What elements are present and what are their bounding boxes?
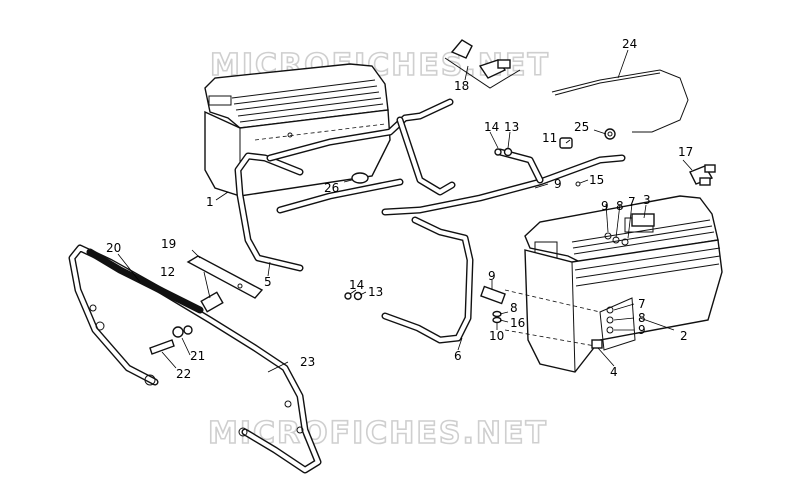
callout-7-case: 7 [638, 297, 646, 311]
callout-14-upper: 14 [484, 120, 499, 134]
callout-16: 16 [510, 316, 525, 330]
callout-12: 12 [160, 265, 175, 279]
callout-3: 3 [643, 193, 651, 207]
callout-4: 4 [610, 365, 618, 379]
callout-10: 10 [489, 329, 504, 343]
callout-14-lower: 14 [349, 278, 364, 292]
bolt [149, 339, 175, 355]
latch [631, 213, 655, 227]
right-pannier-case [504, 195, 723, 373]
callout-11: 11 [542, 131, 557, 145]
bracket-plate [186, 255, 264, 299]
lock-set [444, 39, 521, 89]
left-pannier-case [204, 63, 391, 197]
callout-17: 17 [678, 145, 693, 159]
release-cable [551, 69, 689, 133]
watermark-bottom: MICROFICHES.NET [208, 416, 548, 451]
callout-7-top: 7 [628, 195, 636, 209]
mount-bracket [480, 285, 506, 305]
callout-24: 24 [622, 37, 637, 51]
callout-5: 5 [264, 275, 272, 289]
callout-13-upper: 13 [504, 120, 519, 134]
callout-8-mount: 8 [510, 301, 518, 315]
callout-9-case: 9 [638, 323, 646, 337]
callout-15: 15 [589, 173, 604, 187]
callout-25: 25 [574, 120, 589, 134]
callout-8-top: 8 [616, 199, 624, 213]
callout-21: 21 [190, 349, 205, 363]
front-guard-bar [68, 244, 322, 474]
callout-labels: 1 2 3 4 5 6 7 7 8 8 8 9 9 9 9 10 11 12 1… [106, 37, 693, 381]
callout-22: 22 [176, 367, 191, 381]
rubber-plug [351, 172, 369, 184]
callout-1: 1 [206, 195, 214, 209]
callout-23: 23 [300, 355, 315, 369]
washer [172, 326, 184, 338]
callout-26: 26 [324, 181, 339, 195]
key-lock [689, 164, 716, 186]
nut-upper [494, 148, 502, 156]
callout-9-top: 9 [601, 199, 609, 213]
callout-9-rail: 9 [554, 177, 562, 191]
callout-9-mount: 9 [488, 269, 496, 283]
callout-19: 19 [161, 237, 176, 251]
left-rail-frame [234, 98, 456, 272]
callout-6: 6 [454, 349, 462, 363]
callout-8-case: 8 [638, 311, 646, 325]
nut-lower [344, 292, 352, 300]
callout-20: 20 [106, 241, 121, 255]
spacer-tube [200, 291, 224, 313]
leader-lines [117, 49, 693, 373]
callout-13-lower: 13 [368, 285, 383, 299]
callout-18: 18 [454, 79, 469, 93]
callout-2: 2 [680, 329, 688, 343]
grommet [604, 128, 616, 140]
lock-barrel [591, 339, 603, 349]
